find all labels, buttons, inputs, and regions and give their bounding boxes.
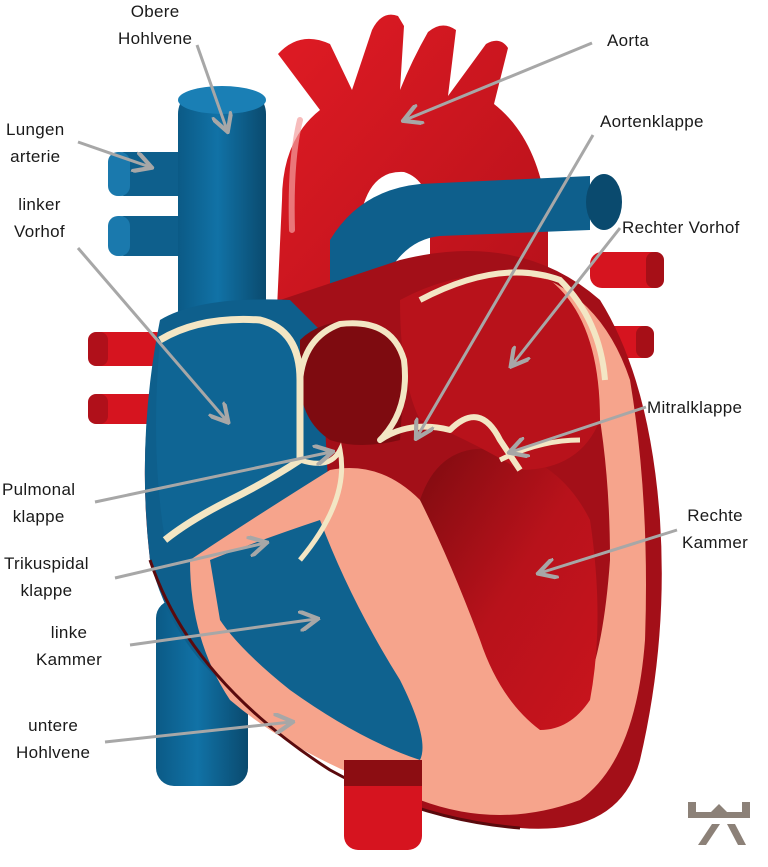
arrow-mitralklappe xyxy=(511,405,647,452)
arrow-pulmonalklappe xyxy=(94,452,331,504)
arrow-lungenarterie xyxy=(77,140,150,167)
label-lungenarterie: Lungen arterie xyxy=(6,120,65,166)
arrow-rechte-kammer xyxy=(540,528,678,573)
bottom-artery xyxy=(344,760,422,850)
pointer-arrows xyxy=(76,41,678,744)
label-rechte-kammer: Rechte Kammer xyxy=(682,506,749,552)
label-trikuspidalklappe: Trikuspidal klappe xyxy=(4,554,89,600)
label-obere-hohlvene: Obere Hohlvene xyxy=(118,2,193,48)
arrow-linke-kammer xyxy=(129,619,316,647)
label-rechter-vorhof: Rechter Vorhof xyxy=(622,218,740,237)
label-pulmonalklappe: Pulmonal klappe xyxy=(2,480,76,526)
arrow-obere-hohlvene xyxy=(195,44,227,130)
heart-body xyxy=(144,251,662,830)
arrow-aortenklappe xyxy=(417,134,595,437)
label-aortenklappe: Aortenklappe xyxy=(600,112,704,131)
label-linker-vorhof: linker Vorhof xyxy=(14,195,65,241)
label-untere-hohlvene: untere Hohlvene xyxy=(16,716,91,762)
bench-logo-icon xyxy=(688,802,750,845)
label-linke-kammer: linke Kammer xyxy=(36,623,103,669)
label-mitralklappe: Mitralklappe xyxy=(647,398,743,417)
arrow-untere-hohlvene xyxy=(104,722,291,744)
arrow-rechter-vorhof xyxy=(512,227,622,365)
arrow-aorta xyxy=(405,41,593,120)
label-aorta: Aorta xyxy=(607,31,650,50)
pulmonary-trunk xyxy=(330,174,622,330)
arrow-linker-vorhof xyxy=(76,247,227,421)
arrow-trikuspidalklappe xyxy=(114,543,265,580)
